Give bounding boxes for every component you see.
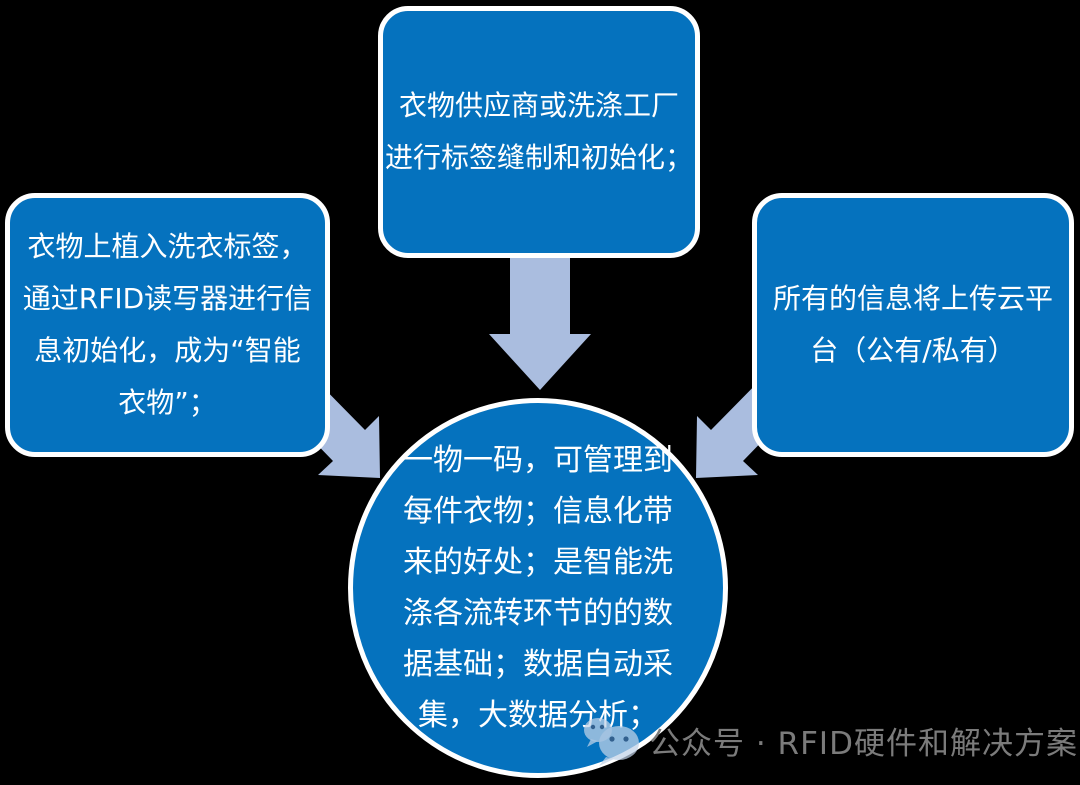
- watermark-text: 公众号 · RFID硬件和解决方案: [649, 725, 1078, 762]
- circle-line: 每件衣物；信息化带: [403, 494, 673, 529]
- watermark: 公众号 · RFID硬件和解决方案: [583, 710, 1078, 770]
- circle-line: 一物一码，可管理到: [403, 443, 673, 478]
- right-box-line: 所有的信息将上传云平: [772, 282, 1053, 315]
- circle-line: 据基础；数据自动采: [403, 647, 673, 682]
- left-box-line: 息初始化，成为“智能: [34, 334, 301, 367]
- circle-line: 来的好处；是智能洗: [403, 545, 673, 580]
- top-box-line: 衣物供应商或洗涤工厂: [398, 89, 679, 122]
- right-process-box: 所有的信息将上传云平 台（公有/私有）: [752, 193, 1074, 457]
- top-process-box: 衣物供应商或洗涤工厂 进行标签缝制和初始化；: [378, 6, 700, 258]
- wechat-icon: [584, 718, 639, 766]
- top-box-line: 进行标签缝制和初始化；: [384, 141, 693, 174]
- center-summary-circle: 一物一码，可管理到 每件衣物；信息化带 来的好处；是智能洗 涤各流转环节的的数 …: [348, 398, 728, 778]
- left-box-line: 通过RFID读写器进行信: [22, 282, 313, 315]
- right-box-line: 台（公有/私有）: [810, 334, 1016, 367]
- left-box-line: 衣物上植入洗衣标签，: [27, 230, 308, 263]
- left-box-line: 衣物”；: [118, 386, 217, 419]
- down-arrow: [489, 256, 591, 390]
- circle-line: 涤各流转环节的的数: [403, 596, 673, 631]
- left-process-box: 衣物上植入洗衣标签， 通过RFID读写器进行信 息初始化，成为“智能 衣物”；: [5, 193, 330, 457]
